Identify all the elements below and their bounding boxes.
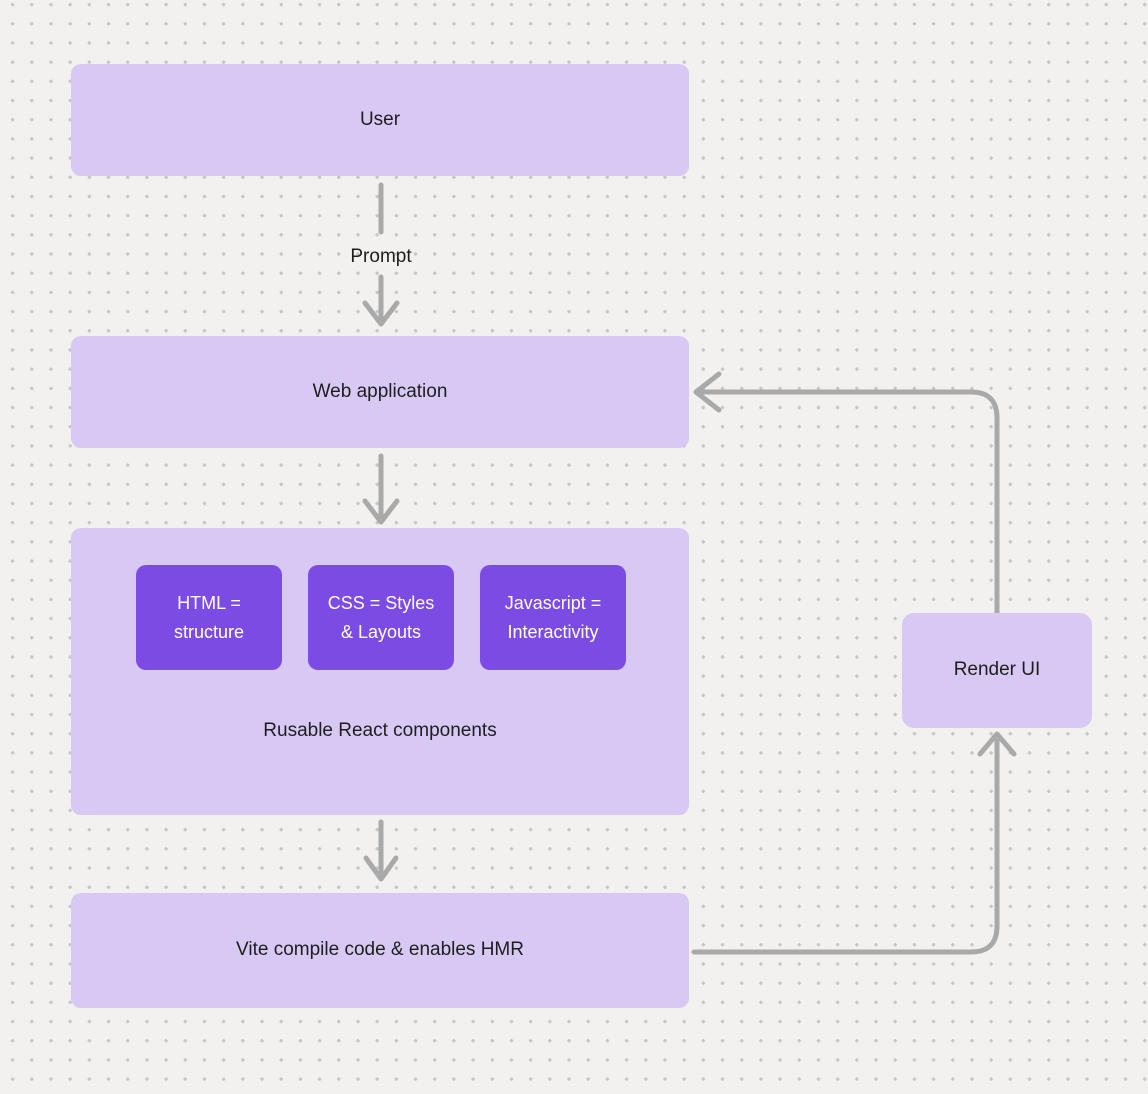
node-javascript-interactivity-label: Javascript = Interactivity bbox=[504, 592, 602, 642]
node-render-ui[interactable]: Render UI bbox=[902, 613, 1092, 728]
node-css-styles[interactable]: CSS = Styles & Layouts bbox=[308, 565, 454, 670]
edge-label-prompt: Prompt bbox=[350, 246, 412, 267]
arrow-user-to-webapp[interactable] bbox=[362, 182, 400, 327]
node-javascript-interactivity[interactable]: Javascript = Interactivity bbox=[480, 565, 626, 670]
node-render-ui-label: Render UI bbox=[953, 659, 1041, 681]
node-user[interactable]: User bbox=[71, 64, 689, 176]
arrow-webapp-to-components[interactable] bbox=[362, 453, 400, 525]
arrow-components-to-vite[interactable] bbox=[363, 819, 399, 882]
node-html-structure-label: HTML = structure bbox=[173, 592, 245, 642]
node-web-application-label: Web application bbox=[312, 380, 448, 402]
node-vite-label: Vite compile code & enables HMR bbox=[236, 939, 524, 961]
arrow-renderui-to-webapp[interactable] bbox=[693, 371, 1000, 616]
node-components-group[interactable]: HTML = structure CSS = Styles & Layouts … bbox=[71, 528, 689, 815]
arrow-vite-to-renderui[interactable] bbox=[691, 731, 1017, 955]
node-user-label: User bbox=[359, 108, 401, 130]
node-components-group-label: Rusable React components bbox=[263, 720, 497, 741]
node-web-application[interactable]: Web application bbox=[71, 336, 689, 448]
node-vite[interactable]: Vite compile code & enables HMR bbox=[71, 893, 689, 1008]
node-html-structure[interactable]: HTML = structure bbox=[136, 565, 282, 670]
node-css-styles-label: CSS = Styles & Layouts bbox=[327, 592, 435, 642]
